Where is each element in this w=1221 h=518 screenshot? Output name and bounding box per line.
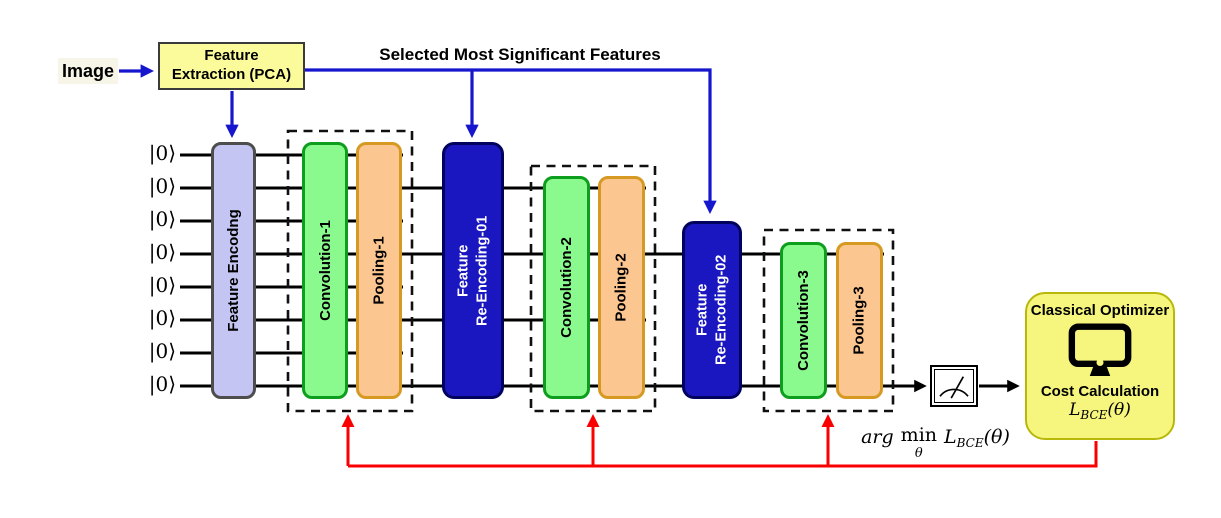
reencoding-02-line2: Re-Encoding-02 (713, 254, 729, 366)
pooling-3-gate: Pooling-3 (836, 242, 883, 399)
objective-loss-subscript: BCE (956, 436, 984, 450)
min-subscript-theta: θ (914, 446, 923, 461)
selected-features-label: Selected Most Significant Features (379, 45, 661, 64)
qubit-ket-label: |0⟩ (148, 372, 176, 396)
trainable-block-outlines (286, 129, 895, 413)
loss-args: (θ) (1107, 400, 1131, 420)
pooling-2-gate: Pooling-2 (598, 176, 645, 399)
measurement-box (930, 365, 978, 407)
qubit-ket-label: |0⟩ (148, 141, 176, 165)
min-token: min (900, 424, 938, 446)
cost-calculation-label: Cost Calculation (1040, 383, 1160, 400)
computer-monitor-icon (1068, 323, 1132, 376)
convolution-2-label: Convolution-2 (558, 237, 576, 338)
conv-pool-block-1-outline (286, 129, 414, 413)
feature-reencoding-02-label: Feature Re-Encoding-02 (693, 255, 731, 365)
reencoding-01-line1: Feature (455, 244, 472, 297)
feature-extraction-line2: Extraction (PCA) (171, 66, 292, 83)
classical-optimizer-box: Classical Optimizer Cost Calculation LBC… (1025, 292, 1175, 440)
convolution-1-label: Convolution-1 (316, 220, 334, 321)
image-input-label: Image (58, 58, 118, 84)
qubit-ket-label: |0⟩ (148, 207, 176, 231)
features-to-reencoding-02-arrow (305, 68, 717, 215)
feature-encoding-label: Feature Encodng (225, 209, 243, 332)
optimizer-feedback-arrows (341, 414, 1098, 468)
reencoding-02-line1: Feature (694, 283, 711, 337)
optimizer-loss-function-label: LBCE(θ) (1069, 400, 1131, 422)
feature-reencoding-02-gate: Feature Re-Encoding-02 (682, 221, 742, 399)
convolution-2-gate: Convolution-2 (543, 176, 590, 399)
objective-loss-symbol: L (944, 426, 957, 448)
pooling-2-label: Pooling-2 (613, 253, 631, 322)
qubit-ket-label: |0⟩ (148, 240, 176, 264)
feature-reencoding-01-gate: Feature Re-Encoding-01 (442, 142, 504, 399)
feedback-bus (348, 441, 1098, 468)
feature-encoding-gate: Feature Encodng (211, 142, 256, 399)
feature-reencoding-01-label: Feature Re-Encoding-01 (454, 215, 492, 325)
conv-pool-block-3-outline (762, 228, 895, 413)
objective-loss: LBCE(θ) (944, 426, 1010, 450)
pooling-1-gate: Pooling-1 (356, 142, 402, 399)
min-operator: min θ (900, 424, 938, 461)
classical-optimizer-title: Classical Optimizer (1030, 302, 1170, 319)
arg-token: arg (861, 426, 894, 448)
feature-flow-arrows (119, 64, 717, 215)
convolution-3-label: Convolution-3 (795, 270, 813, 371)
loss-subscript: BCE (1080, 408, 1108, 422)
conv-pool-block-2-outline (529, 164, 657, 413)
pooling-3-label: Pooling-3 (851, 286, 869, 355)
measurement-gauge-icon (934, 369, 974, 403)
loss-symbol: L (1069, 400, 1081, 420)
feature-extraction-line1: Feature (204, 47, 259, 65)
convolution-1-gate: Convolution-1 (302, 142, 348, 399)
reencoding-01-line2: Re-Encoding-01 (474, 215, 490, 326)
objective-function-label: arg min θ LBCE(θ) (843, 424, 1028, 461)
qubit-ket-label: |0⟩ (148, 306, 176, 330)
qubit-ket-label: |0⟩ (148, 174, 176, 198)
convolution-3-gate: Convolution-3 (780, 242, 827, 399)
pooling-1-label: Pooling-1 (370, 236, 388, 305)
feature-extraction-pca-box: Feature Extraction (PCA) (158, 42, 305, 90)
qubit-ket-label: |0⟩ (148, 339, 176, 363)
qubit-ket-label: |0⟩ (148, 273, 176, 297)
objective-loss-args: (θ) (983, 426, 1010, 448)
